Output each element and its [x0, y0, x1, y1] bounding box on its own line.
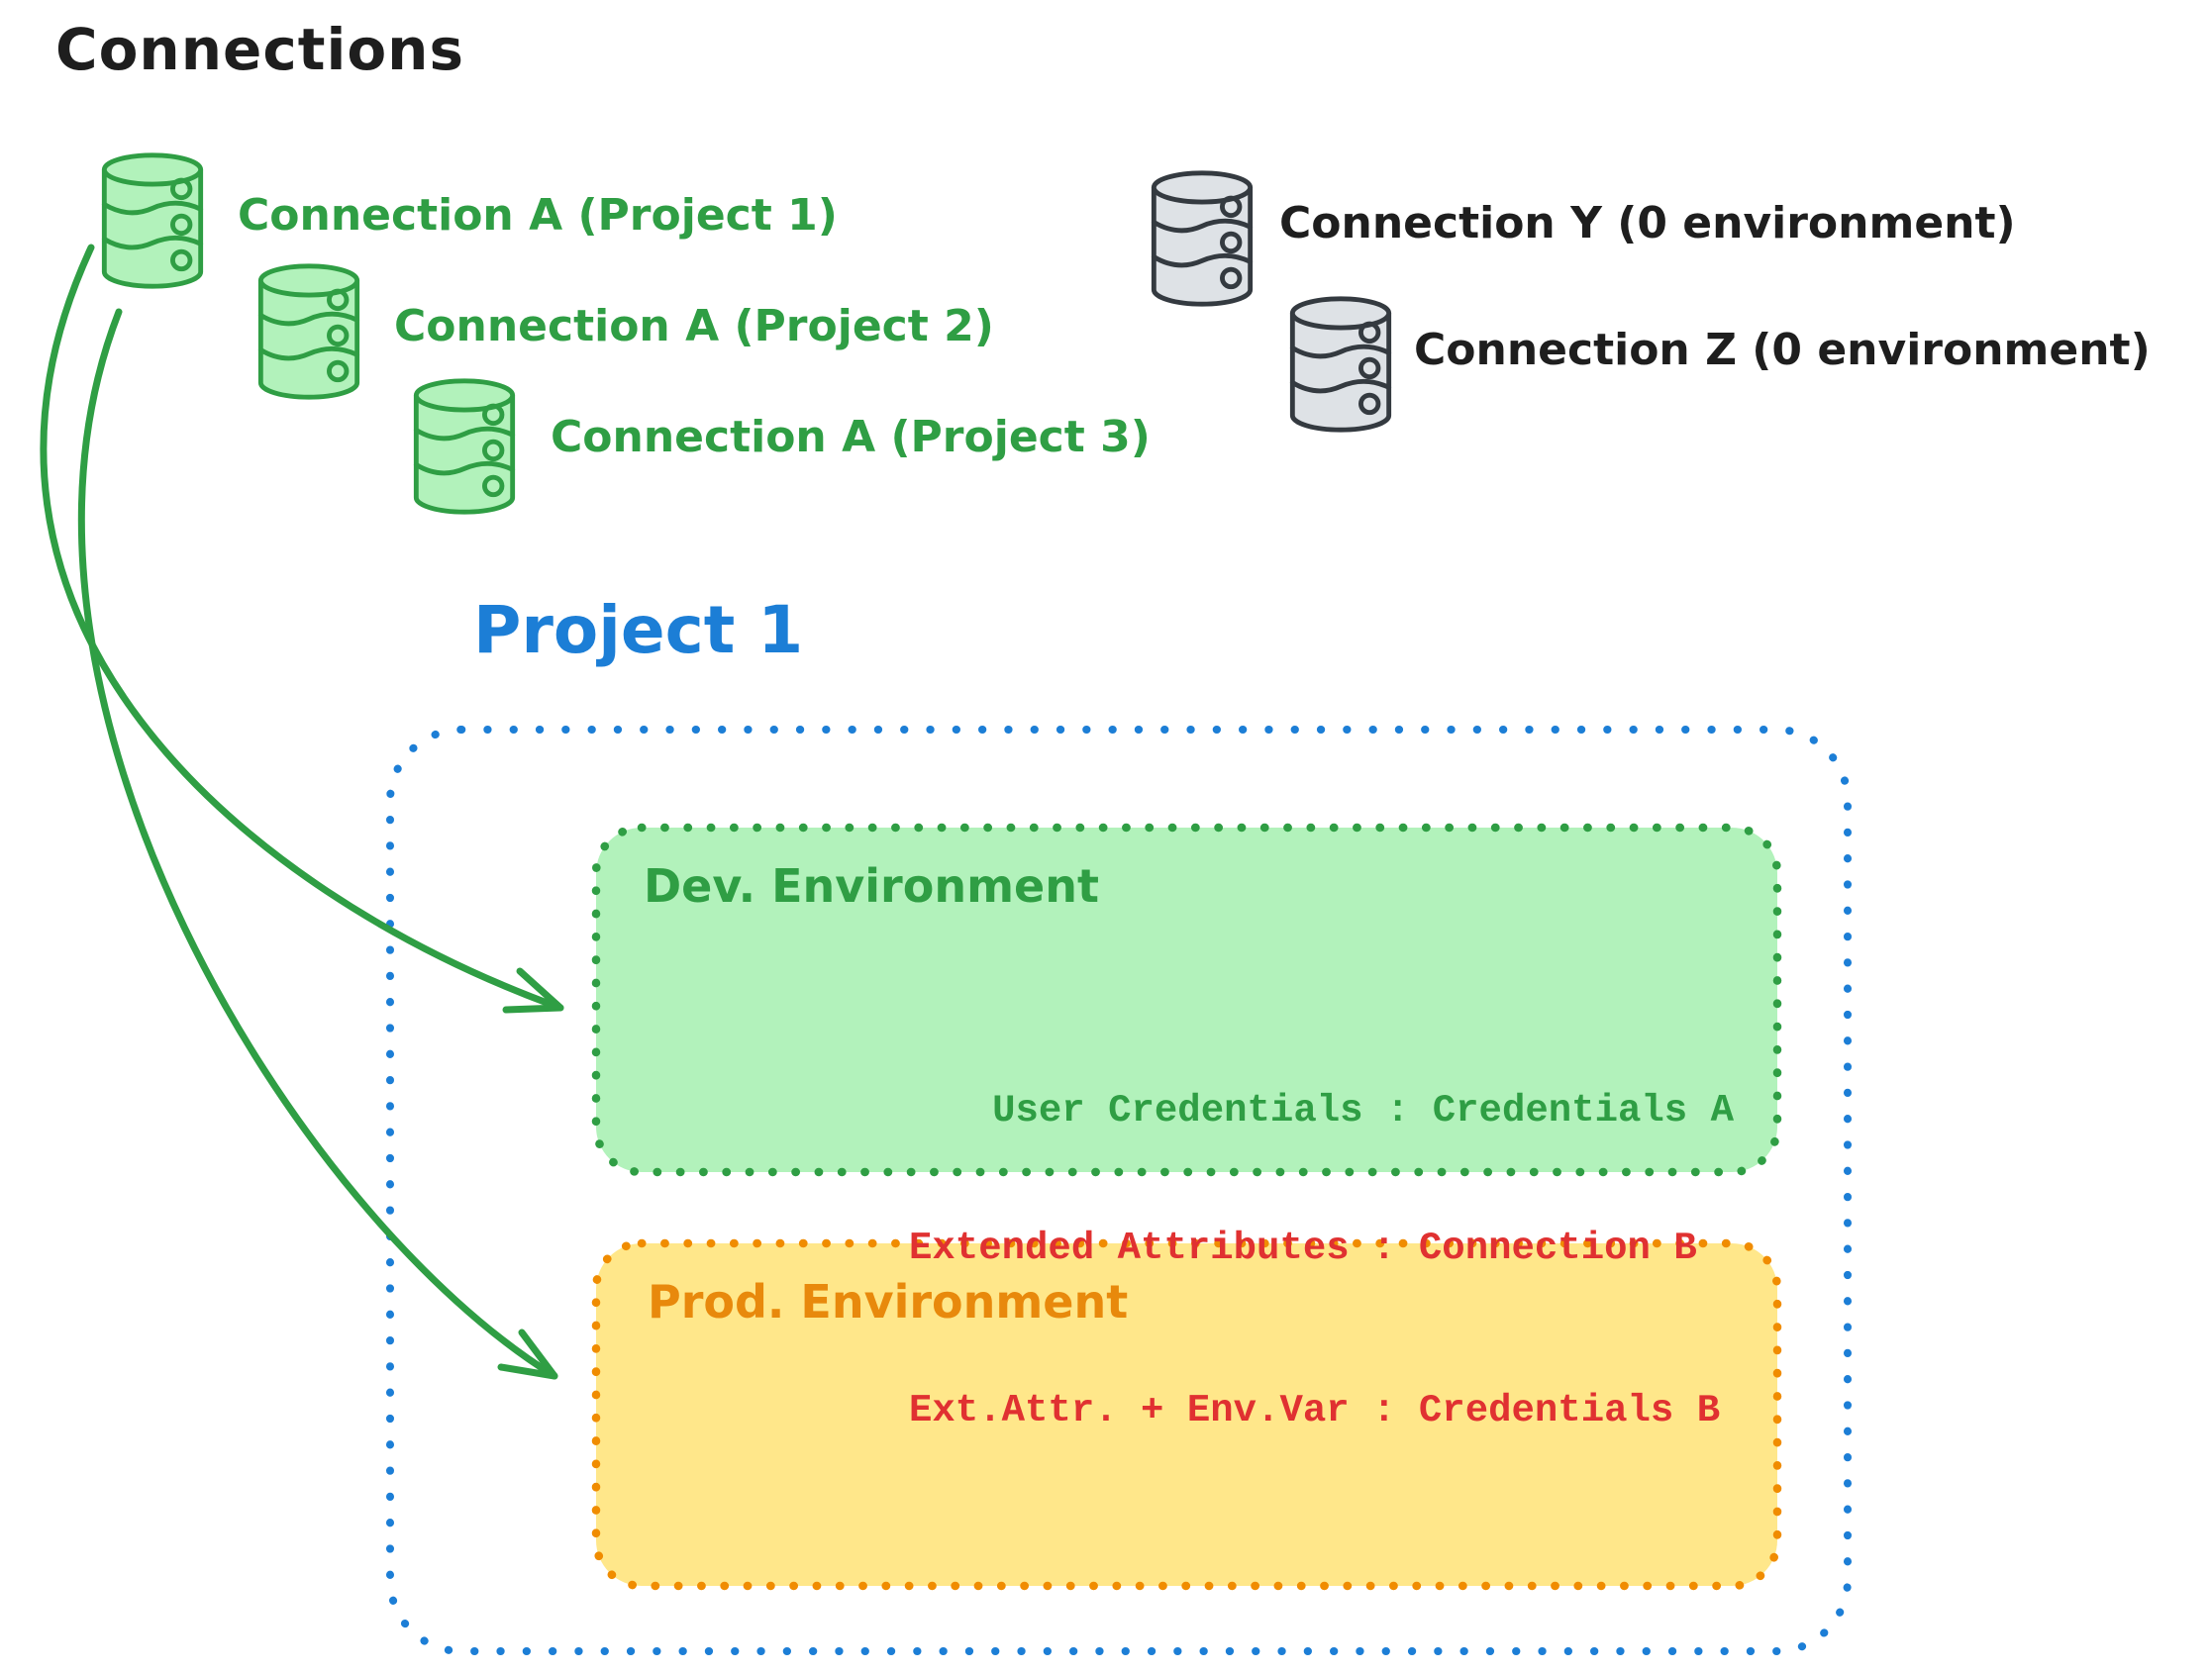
prod-environment-content: Prod. Environment Extended Attributes : …: [596, 1227, 1777, 1586]
diagram-title: Connections: [55, 16, 464, 83]
label-connection-a-project-3: Connection A (Project 3): [551, 412, 1151, 462]
prod-environment-mappings: Extended Attributes : Connection B Ext.A…: [909, 1114, 1720, 1546]
label-connection-z: Connection Z (0 environment): [1414, 325, 2151, 375]
arrow-connection-a-to-dev: [40, 244, 564, 1014]
database-icon-connection-z: [1292, 299, 1388, 430]
prod-mapping-line-2: Ext.Attr. + Env.Var : Credentials B: [909, 1389, 1721, 1433]
database-icon-connection-a-project-3: [416, 381, 512, 512]
label-connection-a-project-2: Connection A (Project 2): [394, 301, 994, 351]
database-icon-connection-a-project-1: [104, 155, 200, 286]
prod-environment-title: Prod. Environment: [648, 1275, 1129, 1329]
prod-environment-box: [591, 1238, 1782, 1591]
dev-environment-title: Dev. Environment: [644, 859, 1099, 913]
project-1-title: Project 1: [473, 592, 804, 668]
dev-environment-content: Dev. Environment User Credentials : Cred…: [596, 828, 1777, 1172]
database-icon-connection-y: [1154, 173, 1250, 304]
label-connection-a-project-1: Connection A (Project 1): [238, 190, 838, 241]
arrow-connection-a-to-prod: [78, 308, 558, 1380]
database-icon-connection-a-project-2: [260, 266, 356, 397]
label-connection-y: Connection Y (0 environment): [1279, 198, 2016, 248]
dev-environment-mapping: User Credentials : Credentials A: [992, 1089, 1734, 1133]
dev-environment-box: [591, 823, 1782, 1177]
prod-mapping-line-1: Extended Attributes : Connection B: [909, 1227, 1697, 1271]
